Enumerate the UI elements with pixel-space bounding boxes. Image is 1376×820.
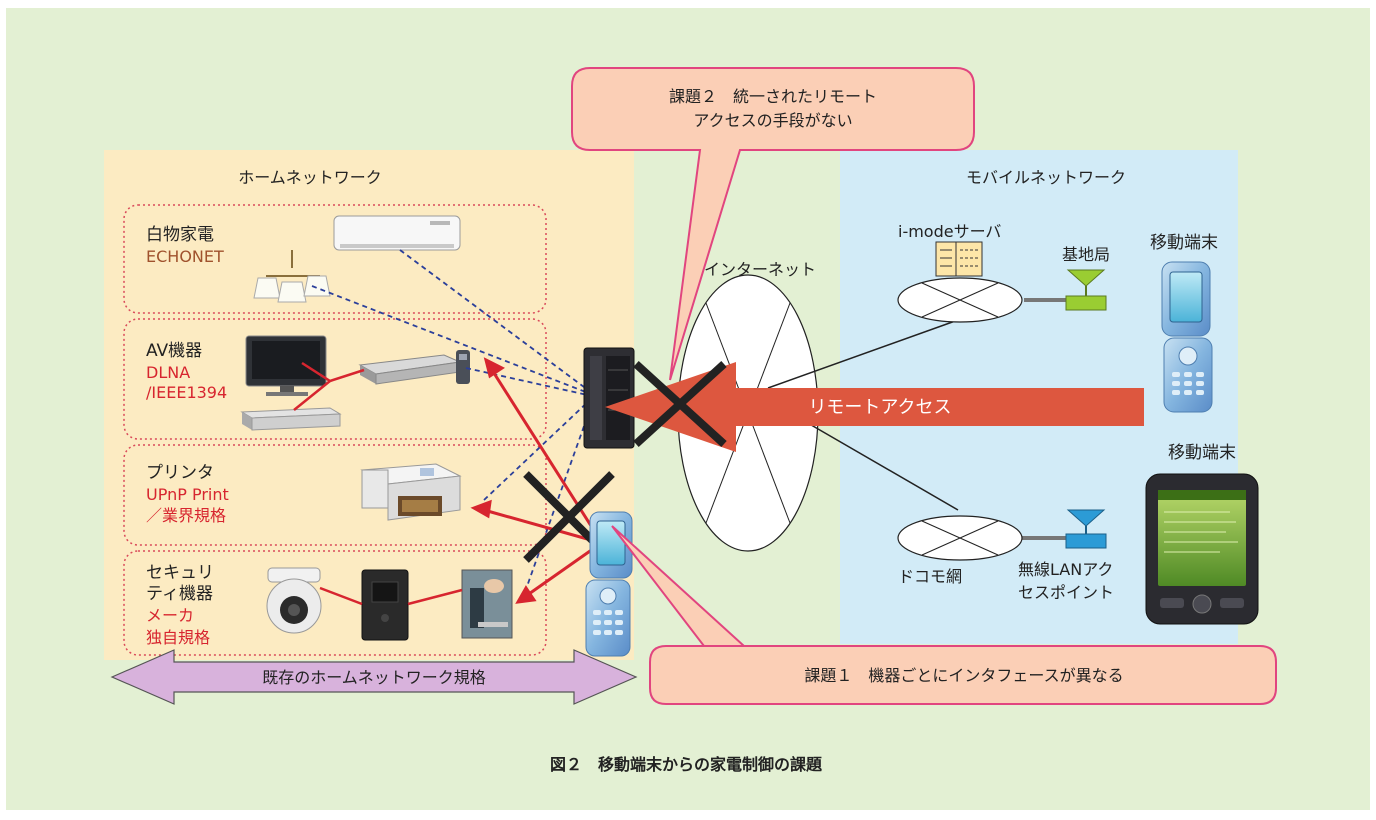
security-camera-icon	[266, 567, 322, 634]
std-maker: メーカ	[146, 606, 194, 625]
blocked-x-icon	[633, 361, 727, 447]
issue-1-text: 課題１ 機器ごとにインタフェースが異なる	[804, 666, 1123, 685]
flip-phone-icon	[1161, 261, 1213, 413]
wlan-ap-icon	[1065, 509, 1107, 549]
mobile-network-title: モバイルネットワーク	[966, 168, 1126, 187]
air-conditioner-icon	[333, 215, 461, 251]
label-av: AV機器	[146, 341, 202, 361]
user-phone-icon	[585, 511, 633, 657]
figure-caption: 図２ 移動端末からの家電制御の課題	[550, 755, 823, 774]
terminal-label-1: 移動端末	[1150, 233, 1218, 253]
printer-icon	[360, 463, 462, 521]
imode-network-icon	[897, 277, 1023, 323]
network-links-gray	[1022, 298, 1066, 540]
server-document-icon	[935, 241, 983, 277]
std-echonet: ECHONET	[146, 247, 224, 266]
lamp-icon	[253, 250, 331, 303]
issue-2-callout	[571, 67, 975, 381]
existing-standards-arrow	[110, 649, 638, 705]
intercom-icon	[361, 569, 409, 641]
imode-server-label: i-modeサーバ	[898, 222, 1001, 241]
std-dlna: DLNA	[146, 363, 190, 382]
remote-control-icon	[456, 350, 470, 384]
existing-standards-label: 既存のホームネットワーク規格	[262, 668, 486, 687]
std-upnp-print: UPnP Print	[146, 485, 229, 504]
issue-2-line-2: アクセスの手段がない	[693, 111, 852, 130]
base-station-icon	[1065, 269, 1107, 311]
tv-icon	[245, 335, 327, 396]
wlan-label-2: セスポイント	[1018, 583, 1114, 602]
docomo-network-icon	[897, 515, 1023, 561]
direct-control-arrows	[470, 357, 602, 604]
remote-access-arrow	[605, 362, 1144, 452]
remote-access-label: リモートアクセス	[808, 397, 951, 418]
pda-phone-icon	[1145, 473, 1259, 625]
std-proprietary: 独自規格	[146, 628, 210, 647]
group-box-security	[123, 550, 547, 656]
group-box-white-goods	[123, 204, 547, 314]
label-white-goods: 白物家電	[146, 225, 214, 245]
label-printer: プリンタ	[146, 463, 214, 483]
door-lock-icon	[461, 569, 513, 639]
std-industry: ／業界規格	[146, 506, 226, 525]
issue-1-callout	[611, 525, 1277, 705]
internet-label: インターネット	[704, 260, 816, 279]
network-lines	[767, 319, 959, 511]
label-security-2: ティ機器	[146, 584, 213, 604]
home-network-title: ホームネットワーク	[238, 168, 382, 187]
std-ieee1394: /IEEE1394	[146, 383, 227, 402]
control-dashes	[311, 249, 597, 593]
base-station-label: 基地局	[1062, 245, 1110, 264]
home-server-icon	[583, 347, 635, 449]
issue-2-line-1: 課題２ 統一されたリモート	[669, 87, 877, 106]
wlan-label-1: 無線LANアク	[1018, 560, 1113, 579]
label-security-1: セキュリ	[146, 563, 214, 583]
terminal-label-2: 移動端末	[1168, 443, 1236, 463]
device-links	[293, 361, 463, 606]
set-top-box-icon	[240, 407, 342, 431]
docomo-network-label: ドコモ網	[898, 567, 962, 586]
group-box-av	[123, 318, 547, 440]
